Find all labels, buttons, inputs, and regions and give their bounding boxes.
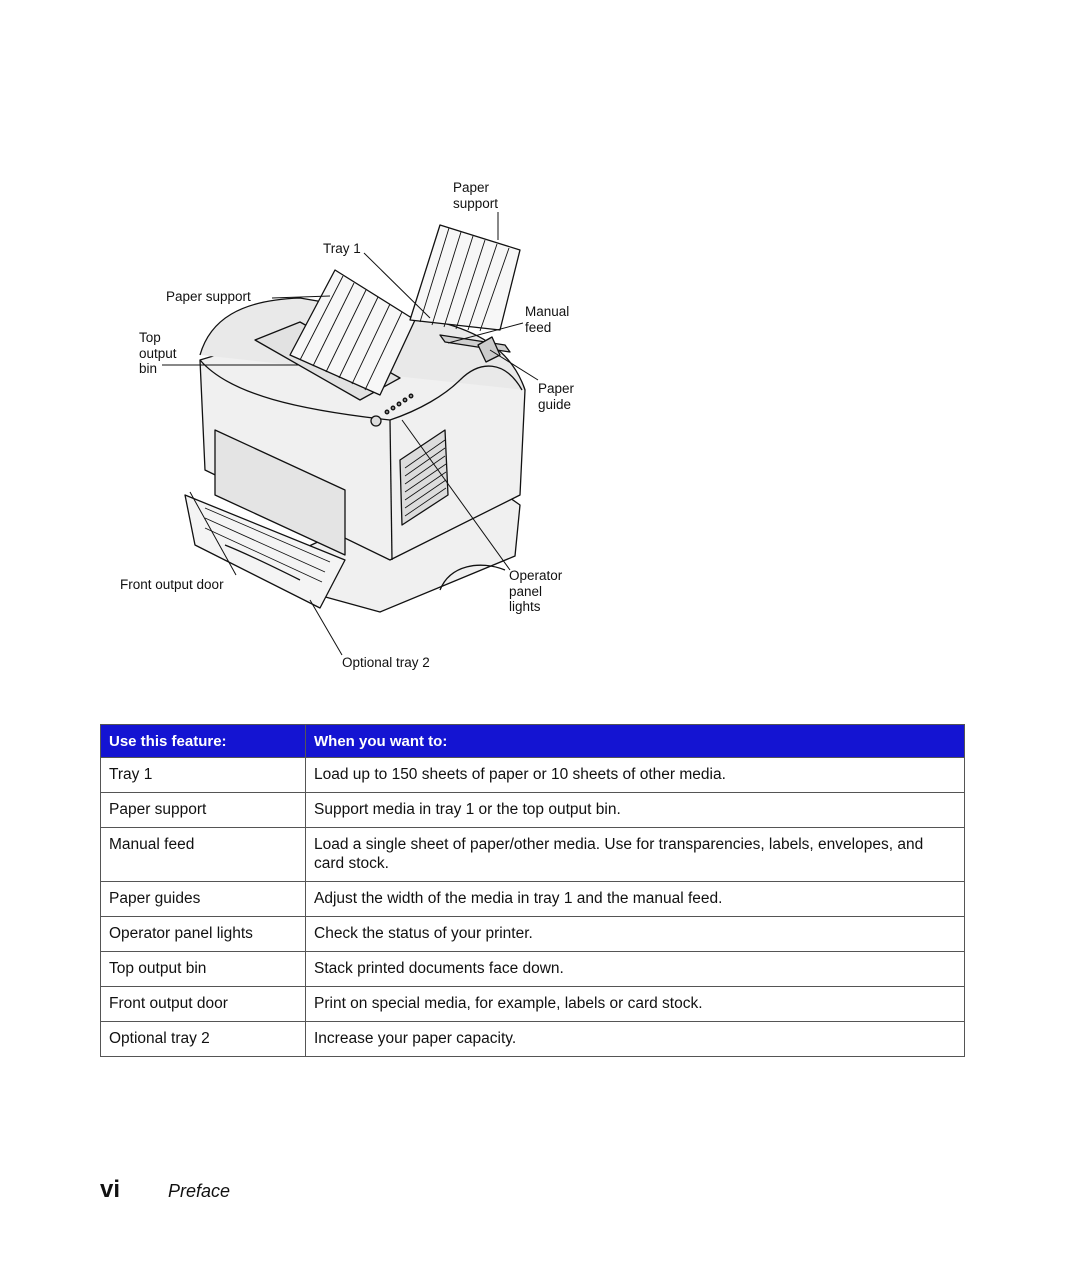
feature-cell: Tray 1 — [100, 757, 306, 793]
table-row: Tray 1 Load up to 150 sheets of paper or… — [100, 757, 965, 793]
section-title: Preface — [168, 1181, 231, 1201]
table-row: Manual feed Load a single sheet of paper… — [100, 827, 965, 882]
callout-front-output-door: Front output door — [120, 577, 224, 592]
feature-cell: Operator panel lights — [100, 916, 306, 952]
purpose-cell: Load up to 150 sheets of paper or 10 she… — [305, 757, 965, 793]
callout-paper-guide: Paper guide — [538, 381, 575, 412]
callout-optional-tray-2: Optional tray 2 — [342, 655, 430, 670]
operator-button — [370, 415, 382, 427]
purpose-cell: Support media in tray 1 or the top outpu… — [305, 792, 965, 828]
feature-cell: Front output door — [100, 986, 306, 1022]
purpose-cell: Check the status of your printer. — [305, 916, 965, 952]
callout-paper-support: Paper support — [166, 289, 251, 304]
page-number: vi — [100, 1176, 121, 1203]
table-row: Optional tray 2 Increase your paper capa… — [100, 1021, 965, 1057]
tray-1-shape — [409, 224, 521, 331]
table-row: Top output bin Stack printed documents f… — [100, 951, 965, 987]
table-row: Front output door Print on special media… — [100, 986, 965, 1022]
callout-manual-feed: Manual feed — [525, 304, 570, 335]
feature-cell: Paper guides — [100, 881, 306, 917]
printer-illustration — [162, 212, 539, 656]
purpose-cell: Increase your paper capacity. — [305, 1021, 965, 1057]
header-purpose: When you want to: — [305, 724, 965, 758]
table-row: Operator panel lights Check the status o… — [100, 916, 965, 952]
page-footer: vi Preface — [100, 1176, 230, 1204]
feature-cell: Paper support — [100, 792, 306, 828]
purpose-cell: Adjust the width of the media in tray 1 … — [305, 881, 965, 917]
front-output-door-shape — [184, 494, 346, 609]
callout-operator-panel-lights: Operator panel lights — [509, 568, 563, 614]
feature-cell: Top output bin — [100, 951, 306, 987]
feature-cell: Optional tray 2 — [100, 1021, 306, 1057]
purpose-cell: Load a single sheet of paper/other media… — [305, 827, 965, 882]
callout-paper-support-top: Paper support — [453, 180, 499, 211]
callout-top-output-bin: Top output bin — [139, 330, 177, 376]
header-feature: Use this feature: — [100, 724, 306, 758]
paper-guide-shape — [477, 336, 501, 363]
table-row: Paper support Support media in tray 1 or… — [100, 792, 965, 828]
callout-tray-1: Tray 1 — [323, 241, 361, 256]
purpose-cell: Print on special media, for example, lab… — [305, 986, 965, 1022]
table-header-row: Use this feature: When you want to: — [100, 724, 965, 758]
side-vent — [399, 429, 449, 526]
feature-cell: Manual feed — [100, 827, 306, 882]
feature-table: Use this feature: When you want to: Tray… — [100, 724, 965, 1057]
purpose-cell: Stack printed documents face down. — [305, 951, 965, 987]
table-row: Paper guides Adjust the width of the med… — [100, 881, 965, 917]
